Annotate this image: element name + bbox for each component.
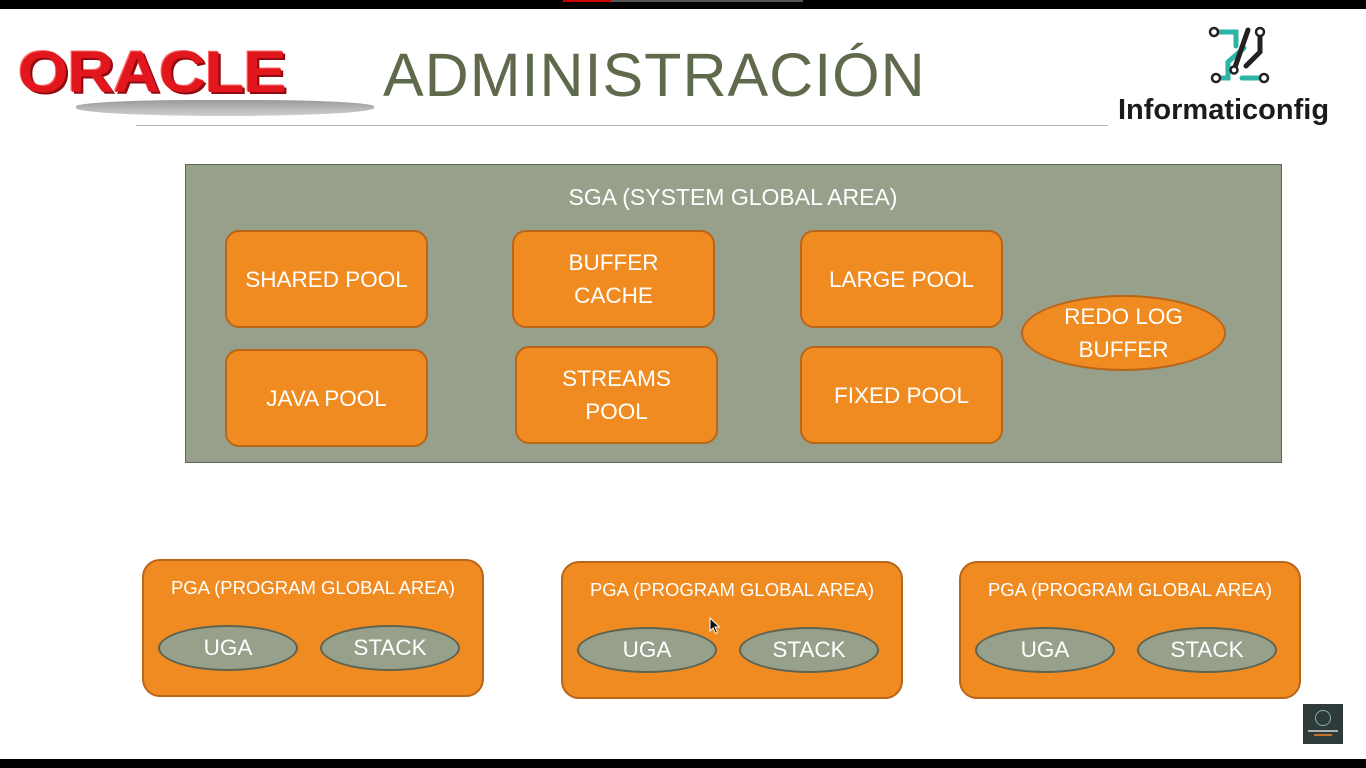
redo-log-buffer-label: REDO LOG BUFFER — [1064, 304, 1183, 362]
pga-title: PGA (PROGRAM GLOBAL AREA) — [987, 579, 1273, 600]
buffer-cache-label: BUFFER CACHE — [568, 250, 659, 308]
pga-title: PGA (PROGRAM GLOBAL AREA) — [589, 579, 875, 600]
fixed-pool-label: FIXED POOL — [833, 382, 970, 408]
top-letterbox-bar — [0, 0, 1366, 9]
badge-strip — [1308, 730, 1338, 732]
slide-title: ADMINISTRACIÓN — [383, 41, 926, 109]
badge-circle — [1315, 710, 1331, 726]
bottom-letterbox-bar — [0, 759, 1366, 768]
buffer-cache-box: BUFFER CACHE — [512, 230, 715, 328]
stack-ellipse: STACK — [739, 627, 879, 673]
mouse-cursor-icon — [709, 617, 721, 635]
large-pool-label: LARGE POOL — [828, 266, 975, 292]
stack-ellipse: STACK — [320, 625, 460, 671]
uga-ellipse: UGA — [158, 625, 298, 671]
video-progress-track — [611, 0, 803, 2]
sga-title: SGA (SYSTEM GLOBAL AREA) — [568, 184, 898, 210]
fixed-pool-box: FIXED POOL — [800, 346, 1003, 444]
informaticonfig-logo-icon — [1208, 26, 1270, 84]
pga-title: PGA (PROGRAM GLOBAL AREA) — [170, 577, 456, 598]
stack-ellipse: STACK — [1137, 627, 1277, 673]
shared-pool-box: SHARED POOL — [225, 230, 428, 328]
badge-strip-accent — [1314, 734, 1332, 736]
oracle-logo-reflection — [76, 100, 374, 116]
streams-pool-box: STREAMS POOL — [515, 346, 718, 444]
informaticonfig-logo-text: Informaticonfig — [1118, 94, 1330, 126]
large-pool-box: LARGE POOL — [800, 230, 1003, 328]
uga-ellipse: UGA — [975, 627, 1115, 673]
redo-log-buffer-ellipse: REDO LOG BUFFER — [1021, 295, 1226, 371]
video-progress-fill — [563, 0, 611, 2]
pga-box: PGA (PROGRAM GLOBAL AREA) UGA STACK — [142, 559, 484, 697]
pga-box: PGA (PROGRAM GLOBAL AREA) UGA STACK — [561, 561, 903, 699]
title-divider — [136, 125, 1108, 126]
oracle-logo: ORACLE — [18, 44, 374, 120]
uga-ellipse: UGA — [577, 627, 717, 673]
pga-box: PGA (PROGRAM GLOBAL AREA) UGA STACK — [959, 561, 1301, 699]
streams-pool-label: STREAMS POOL — [562, 366, 671, 424]
oracle-logo-text: ORACLE — [18, 40, 287, 105]
java-pool-label: JAVA POOL — [266, 385, 387, 411]
java-pool-box: JAVA POOL — [225, 349, 428, 447]
channel-badge-icon[interactable] — [1303, 704, 1343, 744]
shared-pool-label: SHARED POOL — [245, 266, 408, 292]
